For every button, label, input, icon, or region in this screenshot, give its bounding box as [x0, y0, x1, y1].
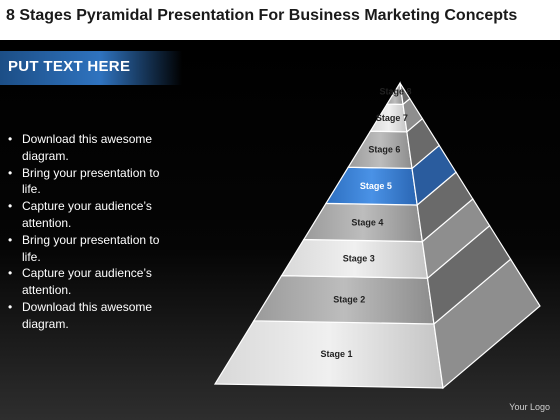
pyramid-stage-side-8	[399, 82, 411, 106]
stage-label-2[interactable]: Stage 2	[333, 295, 365, 305]
stage-label-3[interactable]: Stage 3	[343, 254, 375, 264]
bullet-list: Download this awesome diagram. Bring you…	[8, 131, 176, 333]
logo-text: Your Logo	[509, 402, 550, 412]
stage-label-4[interactable]: Stage 4	[351, 217, 383, 227]
stage-label-7[interactable]: Stage 7	[376, 113, 408, 123]
bullet-item[interactable]: Capture your audience’s attention.	[8, 198, 176, 232]
bullet-item[interactable]: Bring your presentation to life.	[8, 232, 176, 266]
title-bar: 8 Stages Pyramidal Presentation For Busi…	[0, 0, 560, 40]
header-banner: PUT TEXT HERE	[0, 51, 182, 85]
stage-label-8[interactable]: Stage 8	[380, 87, 412, 97]
bullet-item[interactable]: Download this awesome diagram.	[8, 299, 176, 333]
bullet-item[interactable]: Download this awesome diagram.	[8, 131, 176, 165]
header-text[interactable]: PUT TEXT HERE	[8, 58, 131, 75]
stage-label-1[interactable]: Stage 1	[320, 349, 352, 359]
page-title: 8 Stages Pyramidal Presentation For Busi…	[6, 7, 518, 24]
bullet-item[interactable]: Capture your audience’s attention.	[8, 265, 176, 299]
bullet-item[interactable]: Bring your presentation to life.	[8, 165, 176, 199]
stage-label-6[interactable]: Stage 6	[368, 145, 400, 155]
stage-label-5[interactable]: Stage 5	[360, 181, 392, 191]
